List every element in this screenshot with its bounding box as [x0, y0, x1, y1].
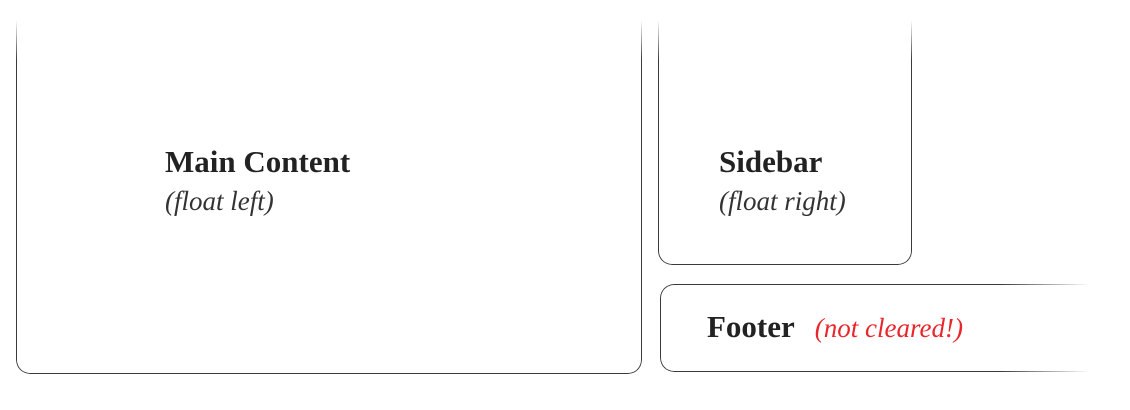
footer-label-row: Footer (not cleared!)	[707, 311, 963, 342]
sidebar-box: Sidebar (float right)	[658, 20, 912, 265]
footer-warning-note: (not cleared!)	[814, 313, 963, 343]
footer-title: Footer	[707, 309, 795, 344]
sidebar-subtitle: (float right)	[719, 186, 846, 216]
main-content-box: Main Content (float left)	[16, 20, 642, 374]
footer-box: Footer (not cleared!)	[660, 284, 1100, 372]
sidebar-title: Sidebar	[719, 144, 823, 179]
main-content-title: Main Content	[165, 144, 351, 179]
main-content-subtitle: (float left)	[165, 186, 274, 216]
